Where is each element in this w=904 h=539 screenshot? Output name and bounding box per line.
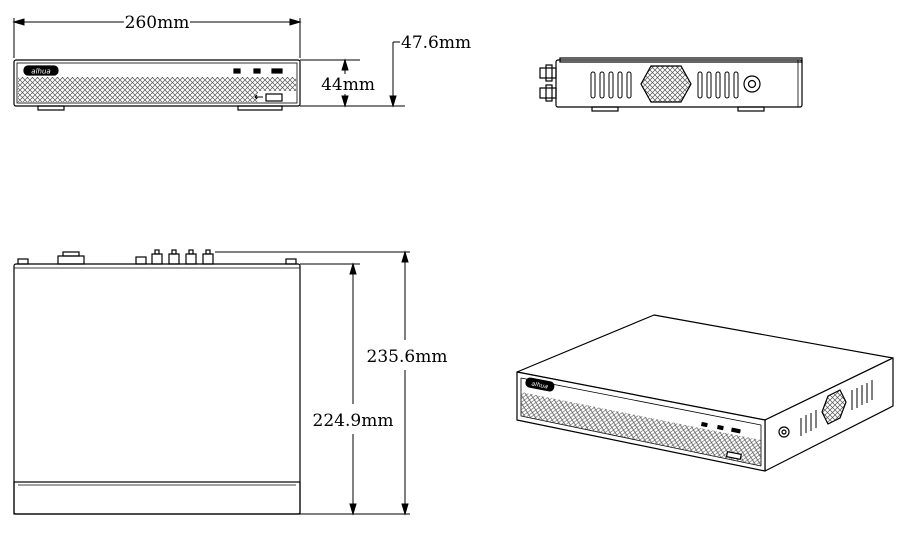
front-view-indicator-2	[253, 68, 261, 74]
front-view-usb-port	[265, 93, 283, 102]
front-view-inner-edge	[16, 62, 298, 104]
width-label: 260mm	[125, 13, 190, 33]
front-view-logo-text: alhua	[31, 68, 50, 76]
iso-fan-grille	[821, 389, 847, 425]
side-view-vents-right	[697, 71, 739, 99]
side-view-screw-inner	[747, 79, 757, 89]
front-view-logo	[23, 65, 59, 76]
front-view-mesh-grille-right	[258, 77, 296, 91]
front-view-foot-right	[237, 105, 283, 111]
side-view-connector-top	[539, 67, 557, 79]
front-view: alhua	[13, 59, 301, 111]
side-view-foot-left	[591, 106, 619, 112]
iso-side-vents-right	[851, 380, 873, 410]
top-view-bnc-4	[202, 253, 214, 265]
width-dimension-line	[12, 18, 302, 58]
top-view-body	[13, 263, 301, 515]
total-height-label: 47.6mm	[401, 33, 471, 53]
side-view-top-edge	[559, 57, 803, 63]
top-view-front-panel	[13, 481, 301, 515]
top-view-bnc-1	[151, 253, 163, 265]
total-depth-label: 235.6mm	[367, 347, 448, 367]
top-view-bnc-2	[168, 253, 180, 265]
height-dimension-lines	[300, 41, 405, 108]
iso-screw	[778, 426, 790, 438]
iso-front-mesh	[521, 392, 761, 466]
iso-indicator-3	[731, 427, 741, 434]
top-view-vga-port	[57, 255, 85, 265]
front-view-foot-left	[37, 105, 65, 111]
side-view-fan-grille	[640, 65, 692, 103]
front-view-mesh-grille	[18, 77, 258, 102]
side-view-vents-left	[590, 71, 632, 99]
side-view	[539, 57, 803, 112]
depth-dimension-lines	[215, 250, 410, 516]
iso-indicator-2	[717, 425, 724, 431]
top-view-corner-left	[17, 258, 29, 265]
iso-logo-text: alhua	[531, 380, 549, 390]
front-view-body	[13, 59, 301, 107]
top-view-bnc-3	[185, 253, 197, 265]
side-view-connector-bottom	[539, 87, 557, 99]
iso-side-vents-left	[800, 410, 817, 436]
top-view-audio-port	[135, 256, 147, 265]
body-height-label: 44mm	[321, 75, 375, 95]
front-view-indicator-3	[271, 68, 283, 74]
front-view-indicator-1	[233, 68, 241, 74]
iso-indicator-1	[701, 422, 708, 428]
side-view-foot-right	[737, 106, 765, 112]
side-view-screw-outer	[743, 75, 761, 93]
isometric-view: alhua	[516, 314, 894, 472]
body-depth-label: 224.9mm	[313, 411, 394, 431]
iso-logo	[525, 377, 555, 392]
side-view-body	[555, 59, 803, 108]
top-view	[13, 249, 301, 515]
iso-usb-port	[725, 451, 742, 460]
usb-icon	[254, 94, 263, 100]
top-view-corner-right	[285, 258, 297, 265]
